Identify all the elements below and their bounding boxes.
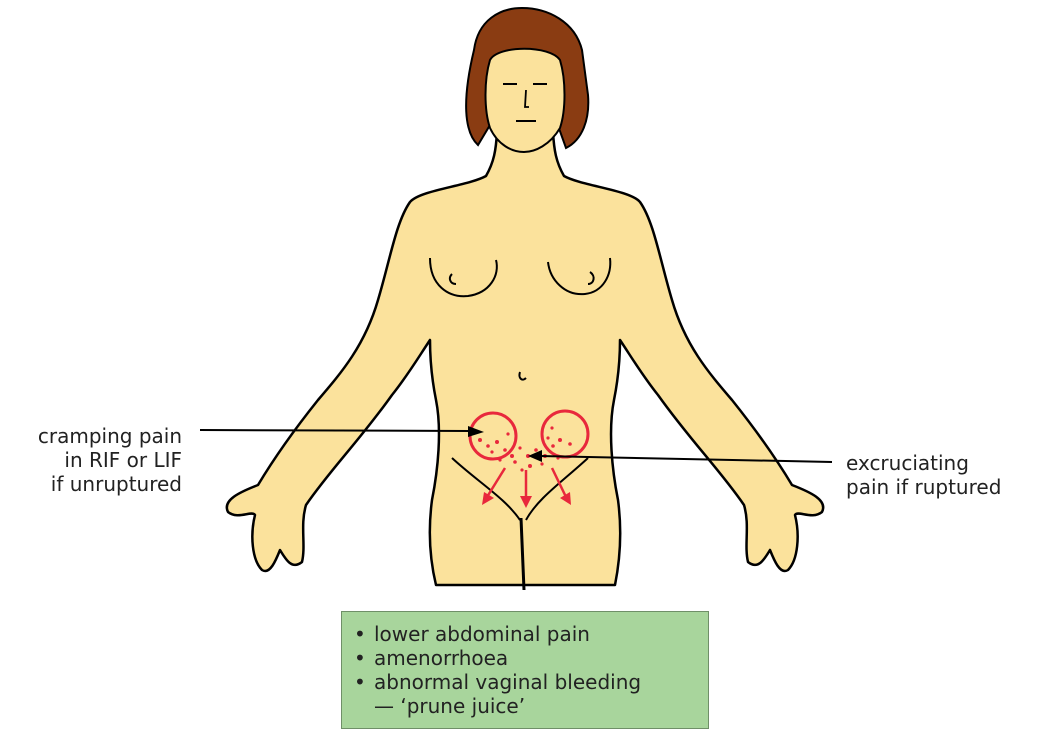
unruptured-pain-line-2: in RIF or LIF — [10, 448, 182, 472]
unruptured-pain-line-3: if unruptured — [10, 472, 182, 496]
unruptured-pain-line-1: cramping pain — [10, 424, 182, 448]
bullet-icon: • — [354, 622, 374, 646]
symptom-text: amenorrhoea — [374, 646, 508, 670]
ruptured-pain-label: excruciating pain if ruptured — [846, 451, 1001, 499]
ruptured-pain-line-2: pain if ruptured — [846, 475, 1001, 499]
symptom-continuation: — ‘prune juice’ — [354, 694, 696, 718]
ruptured-pain-line-1: excruciating — [846, 451, 1001, 475]
unruptured-pain-label: cramping pain in RIF or LIF if unrupture… — [10, 424, 182, 496]
symptom-item: •lower abdominal pain — [354, 622, 696, 646]
symptom-text: lower abdominal pain — [374, 622, 590, 646]
symptom-item: •abnormal vaginal bleeding — [354, 670, 696, 694]
symptoms-box: •lower abdominal pain •amenorrhoea •abno… — [341, 611, 709, 729]
symptoms-list: •lower abdominal pain •amenorrhoea •abno… — [354, 622, 696, 718]
bullet-icon: • — [354, 646, 374, 670]
bullet-icon: • — [354, 670, 374, 694]
symptom-item: •amenorrhoea — [354, 646, 696, 670]
body-silhouette — [227, 132, 823, 585]
symptom-text: abnormal vaginal bleeding — [374, 670, 641, 694]
